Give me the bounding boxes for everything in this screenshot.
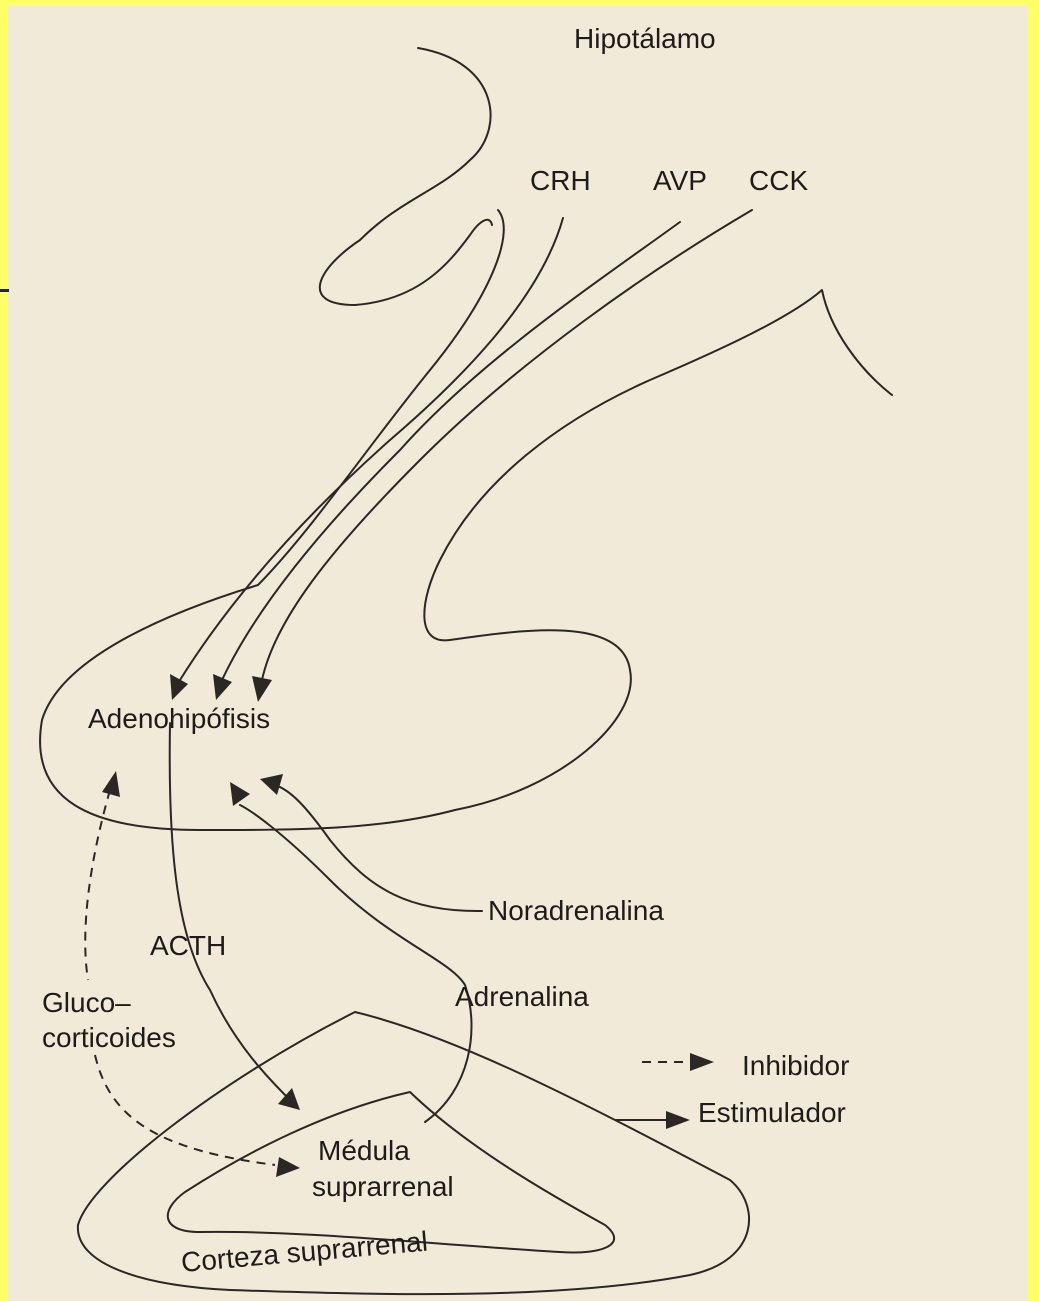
glucocorticoid-to-medulla-arrowhead [276,1157,300,1177]
noradrenaline-pathway [275,785,482,911]
pituitary-gland-outline [40,210,892,830]
adrenaline-arrowhead [230,782,250,806]
avp-label: AVP [653,165,707,196]
cck-fiber [262,210,752,680]
noradrenaline-label: Noradrenalina [488,895,664,926]
crh-arrowhead [170,674,188,700]
adrenaline-pathway [240,805,472,1122]
glucocorticoids-label-line2: corticoides [42,1022,176,1053]
legend-stimulator-arrowhead [666,1111,690,1129]
glucocorticoid-feedback-arrowhead [102,771,120,797]
glucocorticoids-label-line1: Gluco– [42,987,131,1018]
cck-arrowhead [252,676,272,702]
adenohypophysis-label: Adenohipófisis [88,703,270,734]
glucocorticoid-to-medulla-line [95,1055,275,1165]
noradrenaline-arrowhead [260,774,283,795]
cck-label: CCK [749,165,808,196]
medulla-label-line1: Médula [318,1135,410,1166]
crh-fiber [180,218,563,680]
legend-inhibitor-arrowhead [690,1053,714,1071]
adrenaline-label: Adrenalina [455,981,589,1012]
acth-label: ACTH [150,930,226,961]
crh-label: CRH [530,165,591,196]
hypothalamus-label: Hipotálamo [574,23,716,54]
hypothalamus-outline [320,48,492,305]
medulla-label-line2: suprarrenal [312,1171,454,1202]
legend-inhibitor-label: Inhibidor [742,1050,849,1081]
legend-stimulator-label: Estimulador [698,1097,846,1128]
